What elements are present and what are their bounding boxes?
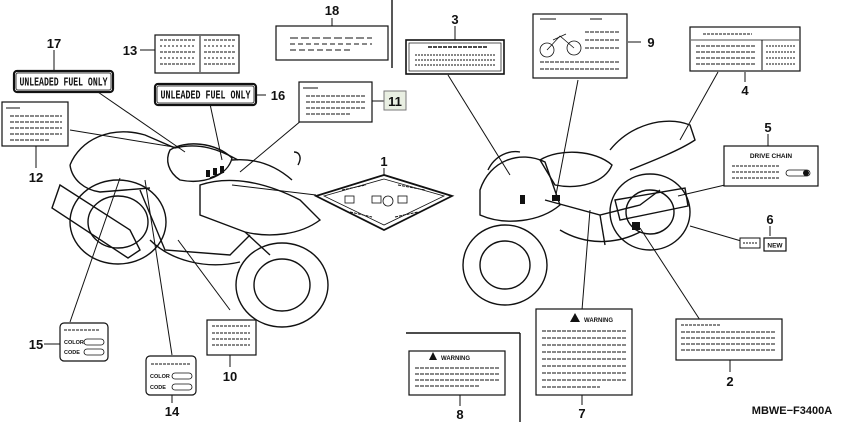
color-text-14: COLOR	[150, 374, 170, 380]
callout-numbers: 1 2 3 4 5 6 7 8 9 10 11 12 13 14 15 16 1…	[29, 3, 774, 422]
label-1-diamond	[313, 174, 455, 232]
new-text: NEW	[767, 243, 783, 250]
callout-2: 2	[726, 374, 733, 389]
callout-1: 1	[380, 154, 387, 169]
label-7-warning: WARNING	[535, 308, 633, 396]
label-3	[405, 39, 505, 75]
warning-text-8: WARNING	[441, 356, 470, 362]
label-6-new: NEW	[739, 237, 787, 252]
callout-15: 15	[29, 337, 43, 352]
warning-text-7: WARNING	[584, 318, 613, 324]
label-15: COLOR CODE	[59, 322, 109, 362]
label-17-unleaded: UNLEADED FUEL ONLY	[12, 69, 115, 94]
code-text-14: CODE	[150, 385, 166, 391]
callout-11: 11	[388, 94, 402, 109]
right-motorcycle-drawing	[462, 120, 696, 306]
label-16-unleaded: UNLEADED FUEL ONLY	[153, 82, 266, 107]
callout-6: 6	[766, 212, 773, 227]
callout-8: 8	[456, 407, 463, 422]
diagram-code: MBWE−F3400A	[752, 405, 832, 417]
callout-10: 10	[223, 369, 237, 384]
drive-chain-text: DRIVE CHAIN	[750, 153, 793, 160]
label-13	[154, 34, 240, 74]
callout-14: 14	[165, 404, 180, 419]
label-14: COLOR CODE	[145, 355, 197, 396]
callout-18: 18	[325, 3, 339, 18]
callout-12: 12	[29, 170, 43, 185]
label-11	[298, 81, 407, 123]
label-9	[532, 13, 628, 79]
right-bike-decals	[520, 195, 640, 230]
unleaded-text-17: UNLEADED FUEL ONLY	[20, 77, 108, 90]
callout-13: 13	[123, 43, 137, 58]
callout-4: 4	[741, 83, 749, 98]
callout-17: 17	[47, 36, 61, 51]
label-10	[206, 319, 257, 356]
color-text-15: COLOR	[64, 340, 84, 346]
left-motorcycle-drawing	[51, 131, 329, 328]
label-12	[1, 101, 69, 147]
label-18	[275, 25, 389, 61]
label-4	[689, 26, 801, 72]
code-text-15: CODE	[64, 350, 80, 356]
label-8-warning: WARNING	[408, 350, 506, 396]
label-5-drive-chain: DRIVE CHAIN	[723, 145, 819, 187]
callout-16: 16	[271, 88, 285, 103]
callout-5: 5	[764, 120, 771, 135]
tank-stripes	[206, 166, 224, 177]
divider-lines	[391, 0, 521, 422]
callout-9: 9	[647, 35, 654, 50]
leader-lines	[35, 18, 771, 406]
ref-11-box	[383, 90, 407, 111]
label-2	[675, 318, 783, 361]
callout-3: 3	[451, 12, 458, 27]
unleaded-text-16: UNLEADED FUEL ONLY	[161, 90, 251, 103]
callout-7: 7	[578, 406, 585, 421]
